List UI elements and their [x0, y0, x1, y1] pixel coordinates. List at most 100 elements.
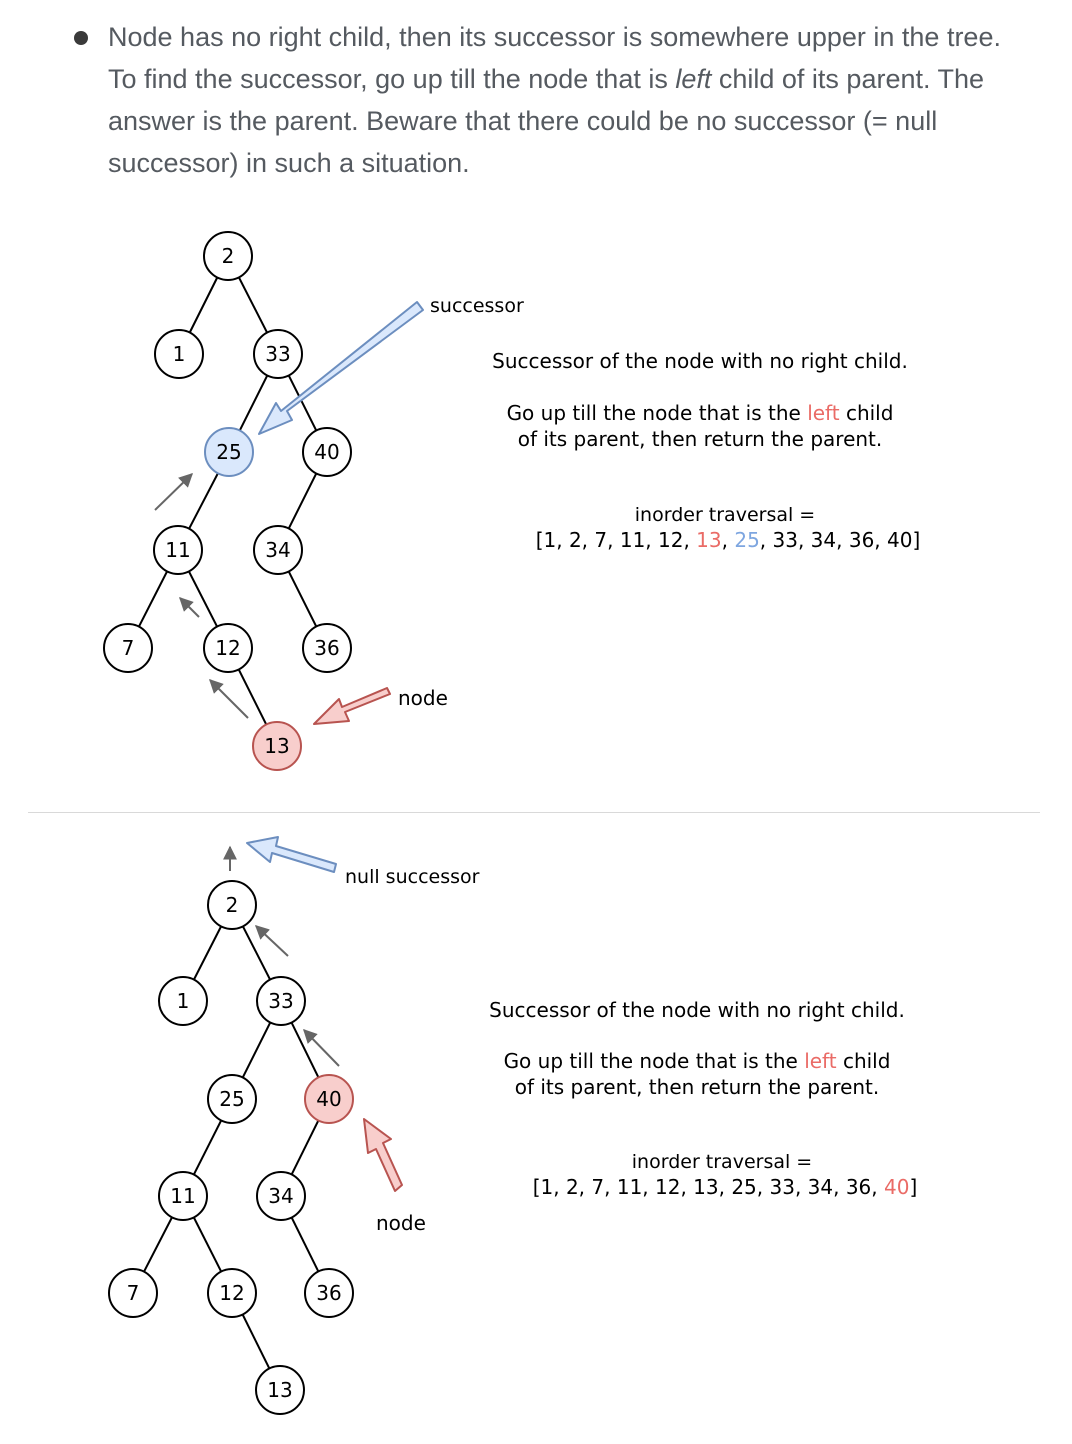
node-value: 34	[268, 1184, 293, 1208]
up-arrow-icon	[179, 597, 200, 618]
up-right-arrow-icon	[154, 473, 194, 511]
node-value: 34	[265, 538, 290, 562]
caption-line: Go up till the node that is the left chi…	[504, 1049, 891, 1073]
caption: Successor of the node with no right chil…	[489, 998, 917, 1199]
node-value: 13	[264, 734, 289, 758]
node-circle	[304, 1268, 354, 1318]
node-circle	[253, 525, 303, 575]
node-value: 7	[127, 1281, 140, 1305]
node-value: 25	[219, 1087, 244, 1111]
tree-node: 34	[253, 525, 303, 575]
node-circle	[207, 1268, 257, 1318]
node-value: 36	[316, 1281, 341, 1305]
tree-node: 1	[158, 976, 208, 1026]
caption: Successor of the node with no right chil…	[492, 349, 920, 552]
tree-node: 1	[154, 329, 204, 379]
node-circle	[204, 427, 254, 477]
node-value: 11	[165, 538, 190, 562]
traversal-label: inorder traversal =	[632, 1151, 812, 1173]
tree-node: 13	[252, 721, 302, 771]
tree-node: 2	[207, 880, 257, 930]
node-circle	[304, 1074, 354, 1124]
tree-node: 25	[204, 427, 254, 477]
tree-node: 33	[253, 329, 303, 379]
node-circle	[302, 623, 352, 673]
path-arrows	[154, 473, 249, 719]
node-value: 12	[215, 636, 240, 660]
node-value: 36	[314, 636, 339, 660]
diagram-null-successor: 2 1 33 25 40 11 34 7 12 36 13 null successor node Suc…	[108, 836, 917, 1415]
node-circle	[255, 1365, 305, 1415]
caption-title: Successor of the node with no right chil…	[489, 998, 905, 1022]
tree-node: 11	[158, 1171, 208, 1221]
node-value: 1	[177, 989, 190, 1013]
node-circle	[158, 976, 208, 1026]
node-circle	[252, 721, 302, 771]
node-circle	[203, 623, 253, 673]
tree-node: 36	[302, 623, 352, 673]
section-divider	[28, 812, 1040, 813]
node-value: 25	[216, 440, 241, 464]
tree-node: 11	[153, 525, 203, 575]
tree-node: 12	[207, 1268, 257, 1318]
null-successor-label: null successor	[345, 866, 480, 888]
node-value: 33	[268, 989, 293, 1013]
bullet-paragraph: Node has no right child, then its succes…	[108, 16, 1028, 184]
node-circle	[207, 880, 257, 930]
caption-line: of its parent, then return the parent.	[515, 1075, 880, 1099]
caption-line: of its parent, then return the parent.	[518, 427, 883, 451]
node-value: 40	[316, 1087, 341, 1111]
node-value: 7	[122, 636, 135, 660]
tree-node: 7	[103, 623, 153, 673]
tree-node: 2	[203, 231, 253, 281]
tree-nodes: 2 1 33 25 40 11 34 7 12 36 13	[108, 880, 354, 1415]
node-arrow-icon	[363, 1118, 403, 1192]
node-circle	[203, 231, 253, 281]
node-circle	[256, 976, 306, 1026]
node-value: 12	[219, 1281, 244, 1305]
node-value-highlight: 13	[696, 528, 721, 552]
bullet-emphasis: left	[675, 64, 712, 94]
tree-node: 25	[207, 1074, 257, 1124]
node-circle	[207, 1074, 257, 1124]
caption-line: Go up till the node that is the left chi…	[507, 401, 894, 425]
node-value: 2	[222, 244, 235, 268]
node-circle	[256, 1171, 306, 1221]
left-highlight: left	[804, 1049, 837, 1073]
bullet-dot-icon	[74, 31, 88, 45]
path-arrows	[223, 845, 340, 1067]
node-circle	[302, 427, 352, 477]
up-arrow-icon	[209, 679, 249, 719]
tree-node: 36	[304, 1268, 354, 1318]
node-value: 13	[267, 1378, 292, 1402]
node-label: node	[376, 1211, 426, 1235]
tree-nodes: 2 1 33 25 40 11 34 7 12 36 13	[103, 231, 352, 771]
node-circle	[153, 525, 203, 575]
tree-node: 12	[203, 623, 253, 673]
tree-node: 40	[304, 1074, 354, 1124]
bullet-text-part: child of its parent. The answer is the p…	[108, 64, 985, 178]
tree-node: 7	[108, 1268, 158, 1318]
bullet-text-part: Node has no right child, then its succes…	[108, 22, 1001, 94]
node-value: 40	[314, 440, 339, 464]
traversal-list: [1, 2, 7, 11, 12, 13, 25, 33, 34, 36, 40…	[536, 528, 921, 552]
node-circle	[158, 1171, 208, 1221]
node-value: 11	[170, 1184, 195, 1208]
tree-node: 33	[256, 976, 306, 1026]
bullet-item: Node has no right child, then its succes…	[0, 0, 1072, 200]
successor-value-highlight: 25	[734, 528, 759, 552]
node-circle	[108, 1268, 158, 1318]
traversal-list: [1, 2, 7, 11, 12, 13, 25, 33, 34, 36, 40…	[533, 1175, 918, 1199]
tree-node: 13	[255, 1365, 305, 1415]
up-arrow-icon	[254, 925, 289, 957]
node-value-highlight: 40	[884, 1175, 909, 1199]
caption-title: Successor of the node with no right chil…	[492, 349, 908, 373]
tree-node: 34	[256, 1171, 306, 1221]
tree-node: 40	[302, 427, 352, 477]
left-highlight: left	[807, 401, 840, 425]
node-arrow-icon	[313, 687, 391, 725]
node-value: 2	[226, 893, 239, 917]
node-circle	[253, 329, 303, 379]
node-circle	[154, 329, 204, 379]
